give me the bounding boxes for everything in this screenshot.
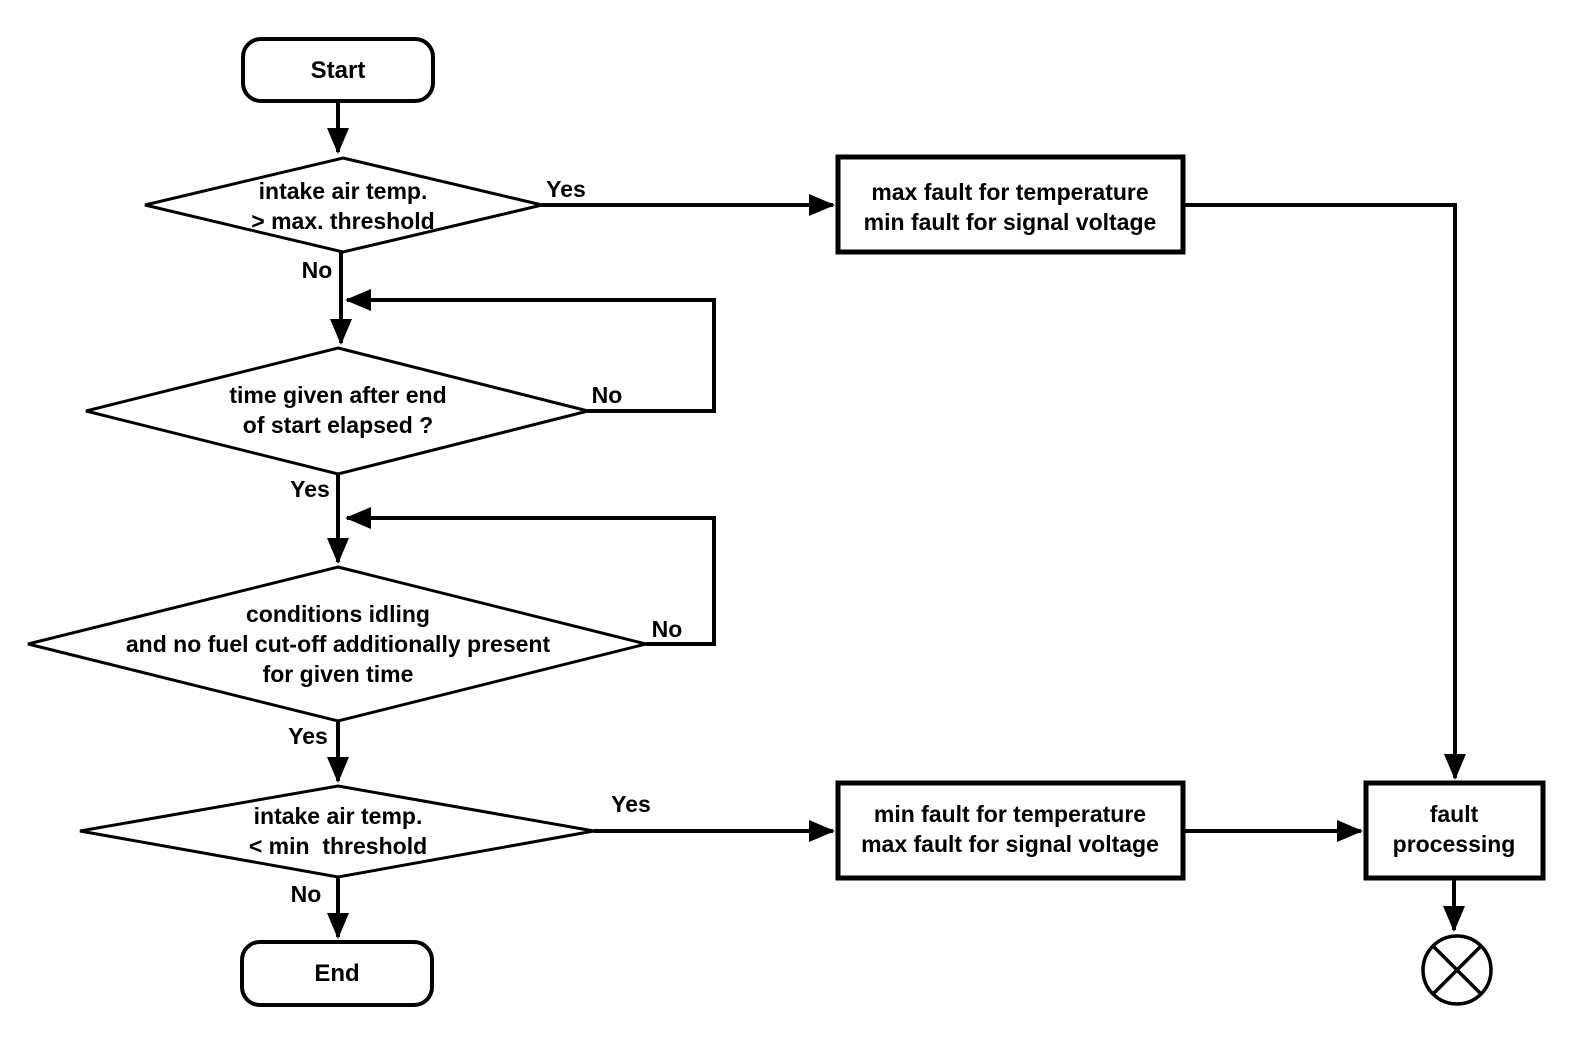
edge-label-d1-yes: Yes: [546, 176, 586, 202]
end-node: [240, 940, 434, 1007]
decision-time-elapsed-line2: of start elapsed ?: [243, 412, 433, 438]
decision-intake-temp-max-line1: intake air temp.: [259, 178, 428, 204]
start-label: Start: [311, 57, 366, 84]
decision-idling-conditions-line1: conditions idling: [246, 601, 430, 627]
edge-label-d4-no: No: [291, 881, 322, 907]
process-max-fault-line2: min fault for signal voltage: [864, 209, 1157, 235]
decision-idling-conditions-line3: for given time: [263, 661, 414, 687]
decision-time-elapsed-line1: time given after end: [229, 382, 446, 408]
edge-d2-no-loop: [345, 289, 716, 413]
start-node: [241, 37, 435, 103]
edge-d3-no-loop: [345, 507, 716, 646]
edge-label-d3-yes: Yes: [288, 723, 328, 749]
decision-idling-conditions: [27, 565, 647, 723]
decision-time-elapsed: [85, 346, 589, 476]
edge-label-d2-no: No: [592, 382, 623, 408]
end-label: End: [314, 960, 359, 987]
fault-processing-line1: fault: [1430, 801, 1479, 827]
decision-idling-conditions-line2: and no fuel cut-off additionally present: [126, 631, 551, 657]
edge-label-d3-no: No: [652, 616, 683, 642]
process-min-fault-line2: max fault for signal voltage: [861, 831, 1159, 857]
end-connector-icon: [1421, 934, 1493, 1006]
process-min-fault-box: [835, 780, 1186, 881]
process-max-fault-box: [835, 154, 1186, 255]
decision-intake-temp-min: [79, 784, 595, 879]
edge-box1-to-fault: [1183, 203, 1466, 780]
process-min-fault-line1: min fault for temperature: [874, 801, 1146, 827]
decision-intake-temp-max: [144, 156, 543, 254]
decision-intake-temp-max-line2: > max. threshold: [251, 208, 434, 234]
fault-processing-line2: processing: [1393, 831, 1516, 857]
edge-label-d1-no: No: [302, 257, 333, 283]
edge-label-d4-yes: Yes: [611, 791, 651, 817]
decision-intake-temp-min-line2: < min threshold: [249, 833, 427, 859]
edge-label-d2-yes: Yes: [290, 476, 330, 502]
decision-intake-temp-min-line1: intake air temp.: [254, 803, 423, 829]
process-max-fault-line1: max fault for temperature: [871, 179, 1148, 205]
fault-processing-box: [1363, 780, 1546, 881]
